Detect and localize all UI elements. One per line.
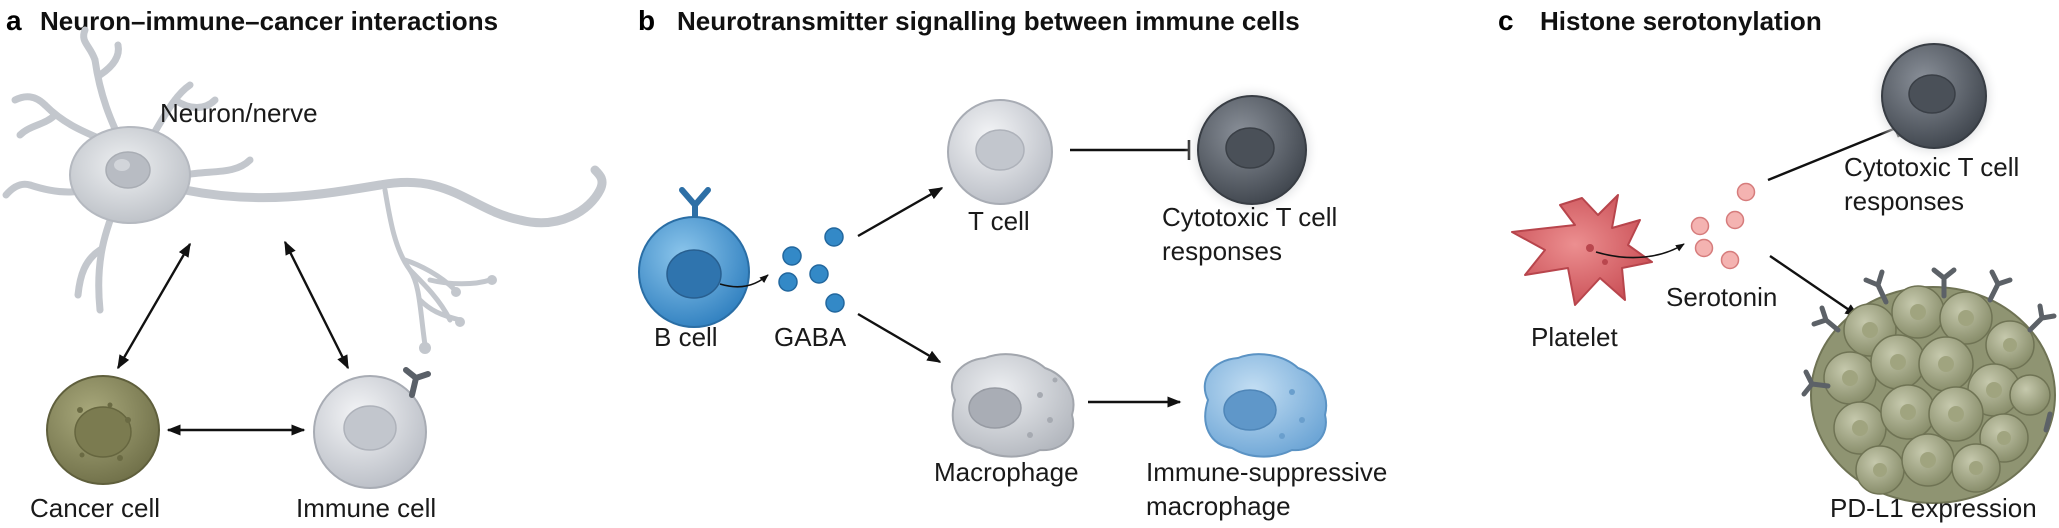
panel-b-title: Neurotransmitter signalling between immu… [677,6,1300,36]
immune-cell-label: Immune cell [296,493,436,523]
macrophage-icon [950,353,1075,458]
panel-a-title: Neuron–immune–cancer interactions [40,6,498,36]
neuron-label: Neuron/nerve [160,98,318,128]
panel-c-letter: c [1498,5,1514,36]
gaba-tcell-arrow [857,186,944,238]
pdl1-label: PD-L1 expression [1830,493,2037,523]
gaba-label: GABA [774,322,847,352]
serotonin-molecules-icon [1690,182,1756,270]
panel-a: a Neuron–immune–cancer interactions [2,5,607,523]
platelet-serotonin-arrow [1595,243,1685,259]
b-cell-label: B cell [654,322,718,352]
b-cytotoxic-label-line2: responses [1162,236,1282,266]
c-cytotoxic-t-cell-icon [1868,30,2000,162]
suppressive-label-line1: Immune-suppressive [1146,457,1387,487]
c-cytotoxic-label-line2: responses [1844,186,1964,216]
neuron-icon [2,26,607,354]
platelet-label: Platelet [1531,322,1618,352]
serotonin-tumor-arrow [1769,255,1860,317]
tumor-mass-icon [1801,267,2057,504]
t-cell-label: T cell [968,206,1030,236]
panel-a-letter: a [6,5,22,36]
panel-b: b Neurotransmitter signalling between im… [638,5,1387,521]
neuron-immune-arrow [283,240,350,370]
panel-b-letter: b [638,5,655,36]
panel-c-title: Histone serotonylation [1540,6,1822,36]
suppressive-macrophage-icon [1203,353,1328,458]
serotonin-label: Serotonin [1666,282,1777,312]
immune-cell-icon [313,367,431,489]
platelet-icon [1511,194,1653,306]
c-inhibition-line [1767,126,1897,182]
b-cytotoxic-label-line1: Cytotoxic T cell [1162,202,1337,232]
cancer-cell-label: Cancer cell [30,493,160,523]
b-cell-icon [638,187,750,328]
cancer-cell-icon [46,375,160,485]
c-cytotoxic-label-line1: Cytotoxic T cell [1844,152,2019,182]
suppressive-label-line2: macrophage [1146,491,1291,521]
pd-l1-receptor-icon [1801,267,2057,433]
t-cell-icon [947,99,1053,205]
cytotoxic-t-cell-icon [1184,82,1320,218]
neuron-cancer-arrow [116,242,192,370]
panel-c: c Histone serotonylation Platelet Seroto… [1498,5,2057,523]
bcell-gaba-arrow [719,274,769,288]
gaba-macrophage-arrow [857,312,942,364]
gaba-molecules-icon [778,227,845,313]
macrophage-label: Macrophage [934,457,1079,487]
